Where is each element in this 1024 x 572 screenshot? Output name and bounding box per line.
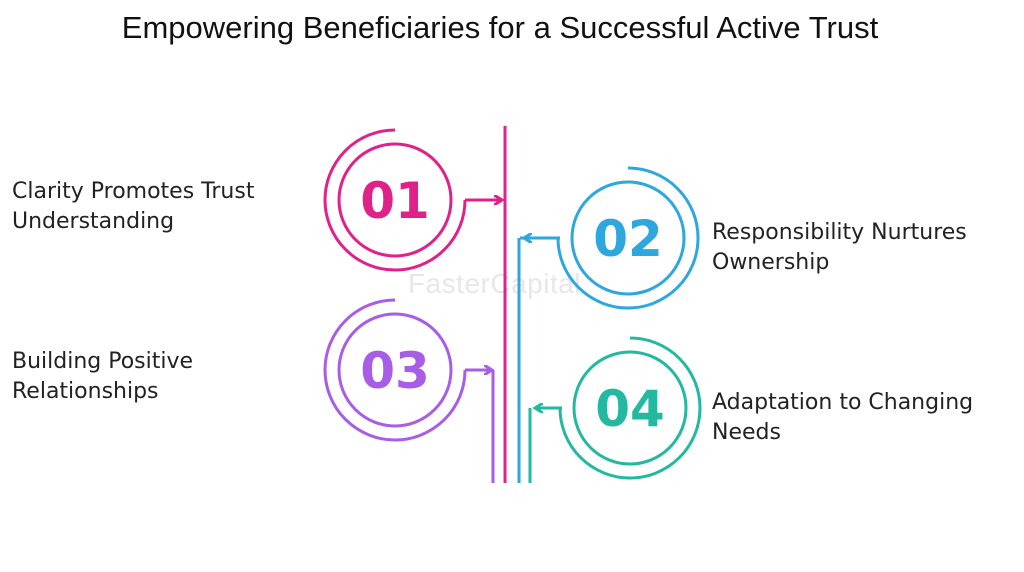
- step-01-label-line2: Understanding: [12, 209, 175, 234]
- step-03-label-line1: Building Positive: [12, 349, 194, 374]
- step-04-node: 04: [528, 336, 702, 483]
- step-02-node: 02: [517, 166, 700, 483]
- step-01-label: Clarity Promotes Trust Understanding: [12, 177, 312, 237]
- step-03-node: 03: [323, 298, 495, 483]
- step-01-label-line1: Clarity Promotes Trust: [12, 179, 255, 204]
- step-02-label: Responsibility Nurtures Ownership: [712, 218, 1012, 278]
- step-04-outer-arc: [558, 336, 702, 480]
- step-01-node: 01: [323, 128, 500, 272]
- step-04-label-line2: Needs: [712, 420, 781, 445]
- step-04-number: 04: [595, 380, 665, 438]
- step-01-inner-ring: [337, 142, 453, 258]
- step-02-number: 02: [593, 210, 663, 268]
- step-02-label-line1: Responsibility Nurtures: [712, 220, 967, 245]
- step-03-number: 03: [360, 342, 430, 400]
- watermark-logo: FasterCapital: [408, 268, 582, 299]
- step-04-inner-ring: [572, 350, 688, 466]
- step-02-outer-arc: [556, 166, 700, 310]
- step-01-number: 01: [360, 172, 430, 230]
- step-02-inner-ring: [570, 180, 686, 296]
- step-03-inner-ring: [337, 312, 453, 428]
- step-03-label: Building Positive Relationships: [12, 347, 312, 407]
- step-03-label-line2: Relationships: [12, 379, 159, 404]
- step-01-outer-arc: [323, 128, 467, 272]
- page-title: Empowering Beneficiaries for a Successfu…: [121, 10, 879, 45]
- step-04-label: Adaptation to Changing Needs: [712, 388, 1012, 448]
- step-02-label-line2: Ownership: [712, 250, 830, 275]
- step-04-label-line1: Adaptation to Changing: [712, 390, 974, 415]
- step-03-outer-arc: [323, 298, 467, 442]
